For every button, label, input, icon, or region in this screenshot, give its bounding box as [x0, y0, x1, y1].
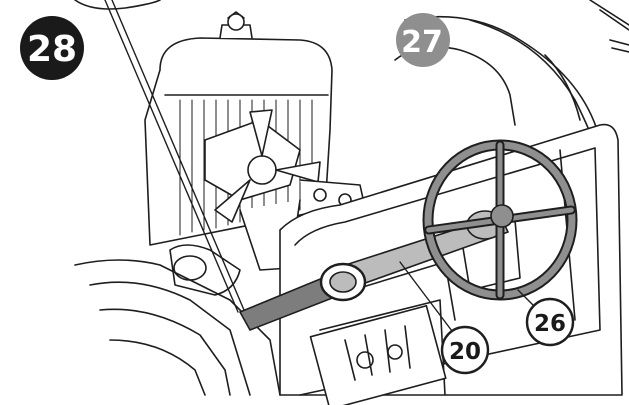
prev-badge-circle [396, 13, 450, 67]
step-badge-circle [20, 16, 84, 80]
leader-line-28b [111, 0, 245, 311]
front-fender [74, 259, 281, 396]
step-badge-27: 27 [396, 13, 450, 67]
callout-26: 26 [525, 297, 575, 347]
step-number: 28 [27, 29, 77, 70]
steering-column [239, 210, 509, 331]
callout-bubble-edge [74, 0, 161, 10]
instrument-panel [309, 304, 447, 405]
fan-hub-icon [247, 155, 277, 185]
leader-line-20 [399, 261, 456, 336]
callout-20-label: 20 [449, 339, 481, 365]
leader-line-28 [104, 0, 239, 313]
step-badge-28: 28 [20, 16, 84, 80]
callout-26-label: 26 [534, 311, 566, 337]
prev-step-number: 27 [401, 25, 443, 60]
steering-wheel [422, 139, 578, 301]
callout-20: 20 [440, 325, 490, 375]
radiator-cap-icon [227, 13, 245, 31]
